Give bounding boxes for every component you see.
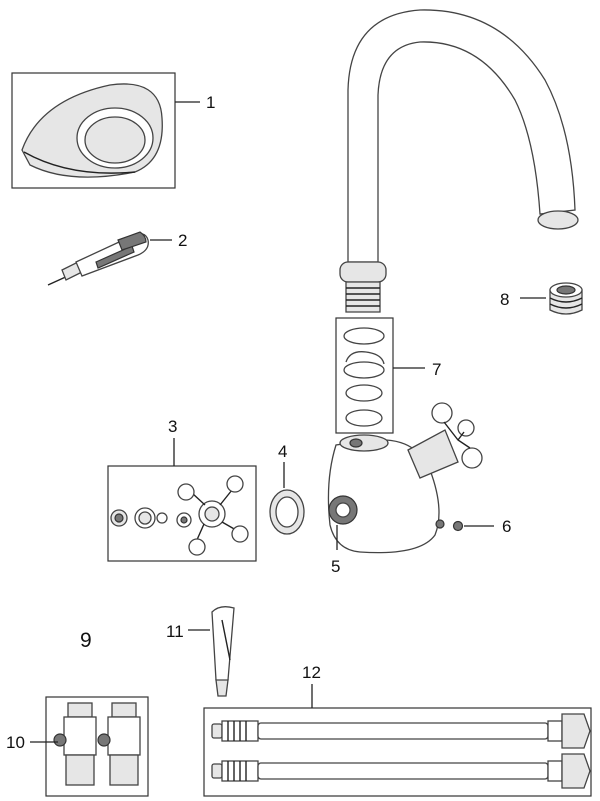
label-11: 11 bbox=[166, 622, 184, 641]
part-12-group: 12 bbox=[203, 663, 592, 797]
part-1-box bbox=[11, 72, 176, 189]
label-12: 12 bbox=[302, 663, 321, 682]
tap-body-illustration bbox=[327, 402, 483, 554]
isolation-valves-illustration bbox=[53, 702, 141, 786]
part-4-group: 4 bbox=[269, 442, 305, 535]
part-8-group: 8 bbox=[500, 282, 583, 315]
part-2-group: 2 bbox=[47, 231, 187, 286]
part-11-group: 11 bbox=[166, 606, 235, 697]
label-2: 2 bbox=[178, 231, 187, 250]
label-8: 8 bbox=[500, 290, 509, 309]
aerator-illustration bbox=[549, 282, 583, 315]
collar-illustration bbox=[269, 489, 305, 535]
part-1-group: 1 bbox=[11, 72, 215, 189]
part-7-box bbox=[335, 317, 394, 434]
grub-screws-illustration bbox=[435, 519, 464, 532]
label-1: 1 bbox=[206, 93, 215, 112]
part-9-group: 9 bbox=[80, 629, 92, 652]
label-4: 4 bbox=[278, 442, 287, 461]
part-3-box bbox=[107, 465, 257, 562]
part-10-group: 10 bbox=[6, 696, 149, 797]
label-9: 9 bbox=[80, 629, 92, 652]
part-12-box bbox=[203, 707, 592, 797]
part-6-group: 6 bbox=[435, 517, 511, 536]
label-7: 7 bbox=[432, 360, 441, 379]
part-10-box bbox=[45, 696, 149, 797]
part-7-group: 7 bbox=[335, 317, 441, 434]
spout-illustration bbox=[339, 9, 579, 313]
label-6: 6 bbox=[502, 517, 511, 536]
part-5-group: 5 bbox=[331, 525, 340, 576]
o-rings-illustration bbox=[343, 327, 385, 427]
base-plate-illustration bbox=[21, 83, 163, 178]
flexible-hoses-illustration bbox=[211, 713, 591, 789]
label-10: 10 bbox=[6, 733, 25, 752]
label-3: 3 bbox=[168, 417, 177, 436]
label-5: 5 bbox=[331, 557, 340, 576]
handle-kit-illustration bbox=[110, 475, 249, 556]
hex-key-tool-illustration bbox=[47, 231, 149, 286]
sealant-tube-illustration bbox=[211, 606, 235, 697]
part-3-group: 3 bbox=[107, 417, 257, 562]
